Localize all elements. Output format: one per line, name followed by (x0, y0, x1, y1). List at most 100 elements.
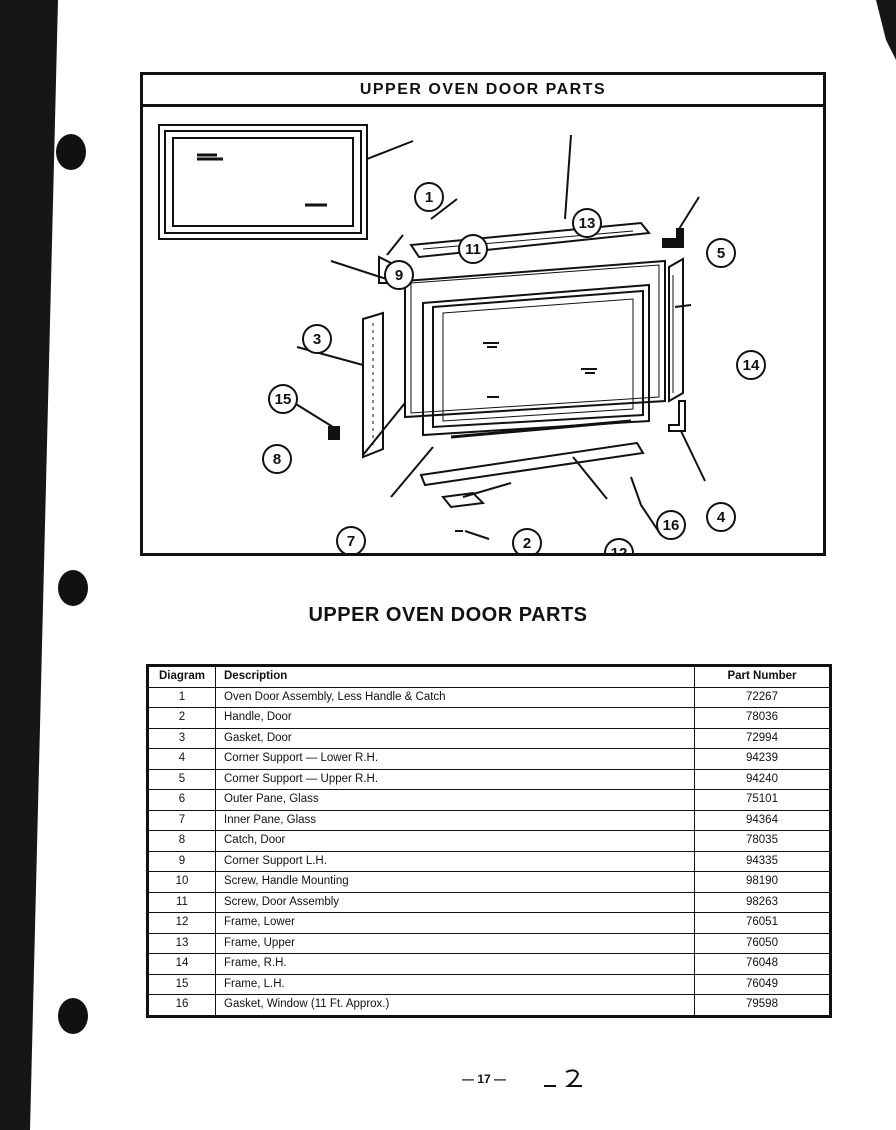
callout-circle (736, 350, 766, 380)
callout-circle (302, 324, 332, 354)
cell-diagram-number: 3 (147, 727, 216, 749)
cell-diagram-number: 12 (147, 912, 216, 934)
cell-part-number: 98190 (694, 871, 831, 893)
cell-diagram-number: 8 (147, 830, 216, 852)
cell-description: Handle, Door (215, 707, 695, 729)
callout-label: 9 (395, 267, 403, 284)
cell-description: Catch, Door (215, 830, 695, 852)
cell-part-number: 94239 (694, 748, 831, 770)
cell-part-number: 72267 (694, 686, 831, 708)
cell-diagram-number: 2 (147, 707, 216, 729)
cell-description: Inner Pane, Glass (215, 809, 695, 831)
cell-part-number: 78035 (694, 830, 831, 852)
cell-description: Oven Door Assembly, Less Handle & Catch (215, 686, 695, 708)
cell-part-number: 78036 (694, 707, 831, 729)
callout-label: 1 (425, 189, 433, 206)
diagram-title: UPPER OVEN DOOR PARTS (359, 80, 607, 98)
column-header-diagram: Diagram (147, 665, 216, 688)
callout-label: 15 (275, 391, 292, 408)
callout-circle (458, 234, 488, 264)
page-number: — 17 — (462, 1072, 507, 1086)
upper-frame-illustration (409, 221, 651, 259)
callout-circle (604, 538, 634, 553)
column-header-part-number: Part Number (694, 665, 831, 688)
cell-description: Gasket, Door (215, 727, 695, 749)
cell-diagram-number: 5 (147, 768, 216, 790)
cell-diagram-number: 11 (147, 891, 216, 913)
callout-circle (414, 182, 444, 212)
cell-description: Gasket, Window (11 Ft. Approx.) (215, 994, 695, 1017)
cell-description: Screw, Handle Mounting (215, 871, 695, 893)
callout-label: 4 (717, 509, 726, 526)
page-heading: UPPER OVEN DOOR PARTS (308, 604, 588, 626)
column-header-description: Description (215, 665, 695, 688)
cell-diagram-number: 13 (147, 932, 216, 954)
cell-diagram-number: 7 (147, 809, 216, 831)
callout-label: 11 (465, 241, 481, 258)
callout-circle (262, 444, 292, 474)
callout-label: 14 (743, 357, 760, 374)
cell-description: Corner Support — Lower R.H. (215, 748, 695, 770)
handwritten-mark (544, 1069, 582, 1087)
cell-part-number: 94335 (694, 850, 831, 872)
callout-circle (384, 260, 414, 290)
door-assembly-illustration (158, 124, 368, 240)
lower-frame-illustration (419, 441, 645, 487)
cell-diagram-number: 14 (147, 953, 216, 975)
callout-circle (336, 526, 366, 553)
cell-description: Outer Pane, Glass (215, 789, 695, 811)
callout-label: 16 (663, 517, 680, 534)
binder-hole-top (56, 134, 86, 170)
cell-part-number: 76050 (694, 932, 831, 954)
callout-circle (512, 528, 542, 553)
binder-hole-middle (58, 570, 88, 606)
callout-label: 7 (347, 533, 355, 550)
cell-part-number: 76049 (694, 973, 831, 995)
cell-diagram-number: 10 (147, 871, 216, 893)
cell-part-number: 94240 (694, 768, 831, 790)
cell-diagram-number: 16 (147, 994, 216, 1017)
cell-description: Frame, R.H. (215, 953, 695, 975)
binder-hole-bottom (58, 998, 88, 1034)
cell-diagram-number: 9 (147, 850, 216, 872)
callout-circle (706, 238, 736, 268)
cell-description: Frame, Lower (215, 912, 695, 934)
callout-label: 12 (611, 545, 628, 553)
callout-label: 5 (717, 245, 725, 262)
cell-description: Corner Support — Upper R.H. (215, 768, 695, 790)
cell-diagram-number: 4 (147, 748, 216, 770)
cell-description: Corner Support L.H. (215, 850, 695, 872)
callout-label: 8 (273, 451, 281, 468)
cell-part-number: 79598 (694, 994, 831, 1017)
callout-circle (572, 208, 602, 238)
diagram-title-bar: UPPER OVEN DOOR PARTS (143, 75, 823, 107)
cell-part-number: 75101 (694, 789, 831, 811)
callout-circle (268, 384, 298, 414)
cell-part-number: 76051 (694, 912, 831, 934)
cell-description: Screw, Door Assembly (215, 891, 695, 913)
callout-circle (706, 502, 736, 532)
cell-description: Frame, Upper (215, 932, 695, 954)
callout-label: 2 (523, 535, 531, 552)
cell-part-number: 72994 (694, 727, 831, 749)
cell-diagram-number: 1 (147, 686, 216, 708)
cell-description: Frame, L.H. (215, 973, 695, 995)
